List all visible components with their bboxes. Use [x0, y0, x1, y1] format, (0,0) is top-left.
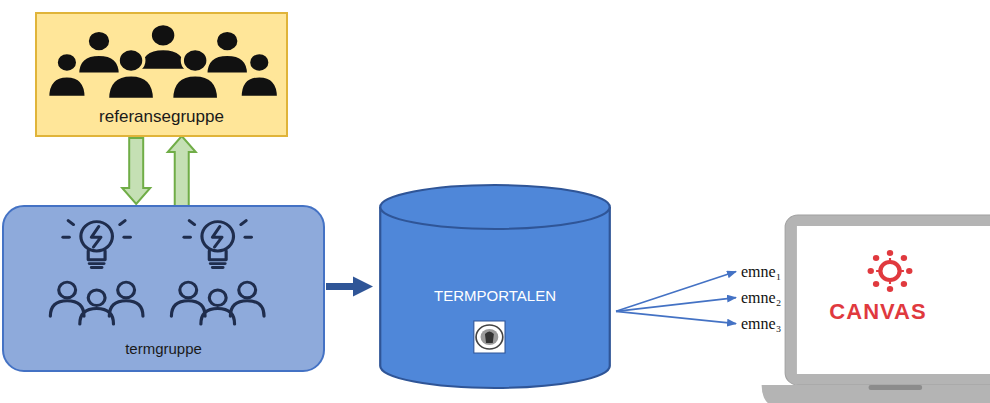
node-label: emne₁ [741, 262, 781, 281]
connector-arrow [616, 272, 736, 312]
course-label: emne₁ [741, 262, 781, 281]
group-box: referansegruppe [35, 12, 288, 137]
course-label: emne₃ [741, 314, 781, 333]
connector-arrow [616, 311, 736, 323]
team-box: termgruppe [2, 205, 325, 372]
database-node: TERMPORTALEN [378, 183, 612, 390]
canvas-logo [868, 250, 913, 292]
university-seal [474, 321, 505, 353]
node-label: CANVAS [783, 299, 973, 325]
laptop-node: CANVAS [783, 213, 990, 403]
connector-arrow [122, 138, 150, 204]
course-label: emne₂ [741, 288, 781, 307]
node-label: emne₂ [741, 288, 781, 307]
node-label: referansegruppe [37, 107, 286, 127]
connector-arrow [168, 136, 196, 206]
database-cylinder [378, 183, 612, 390]
node-label: termgruppe [4, 340, 323, 358]
connector-arrow [616, 298, 736, 312]
connector-arrow [326, 277, 373, 297]
node-label: emne₃ [741, 314, 781, 333]
node-label: TERMPORTALEN [378, 287, 612, 305]
